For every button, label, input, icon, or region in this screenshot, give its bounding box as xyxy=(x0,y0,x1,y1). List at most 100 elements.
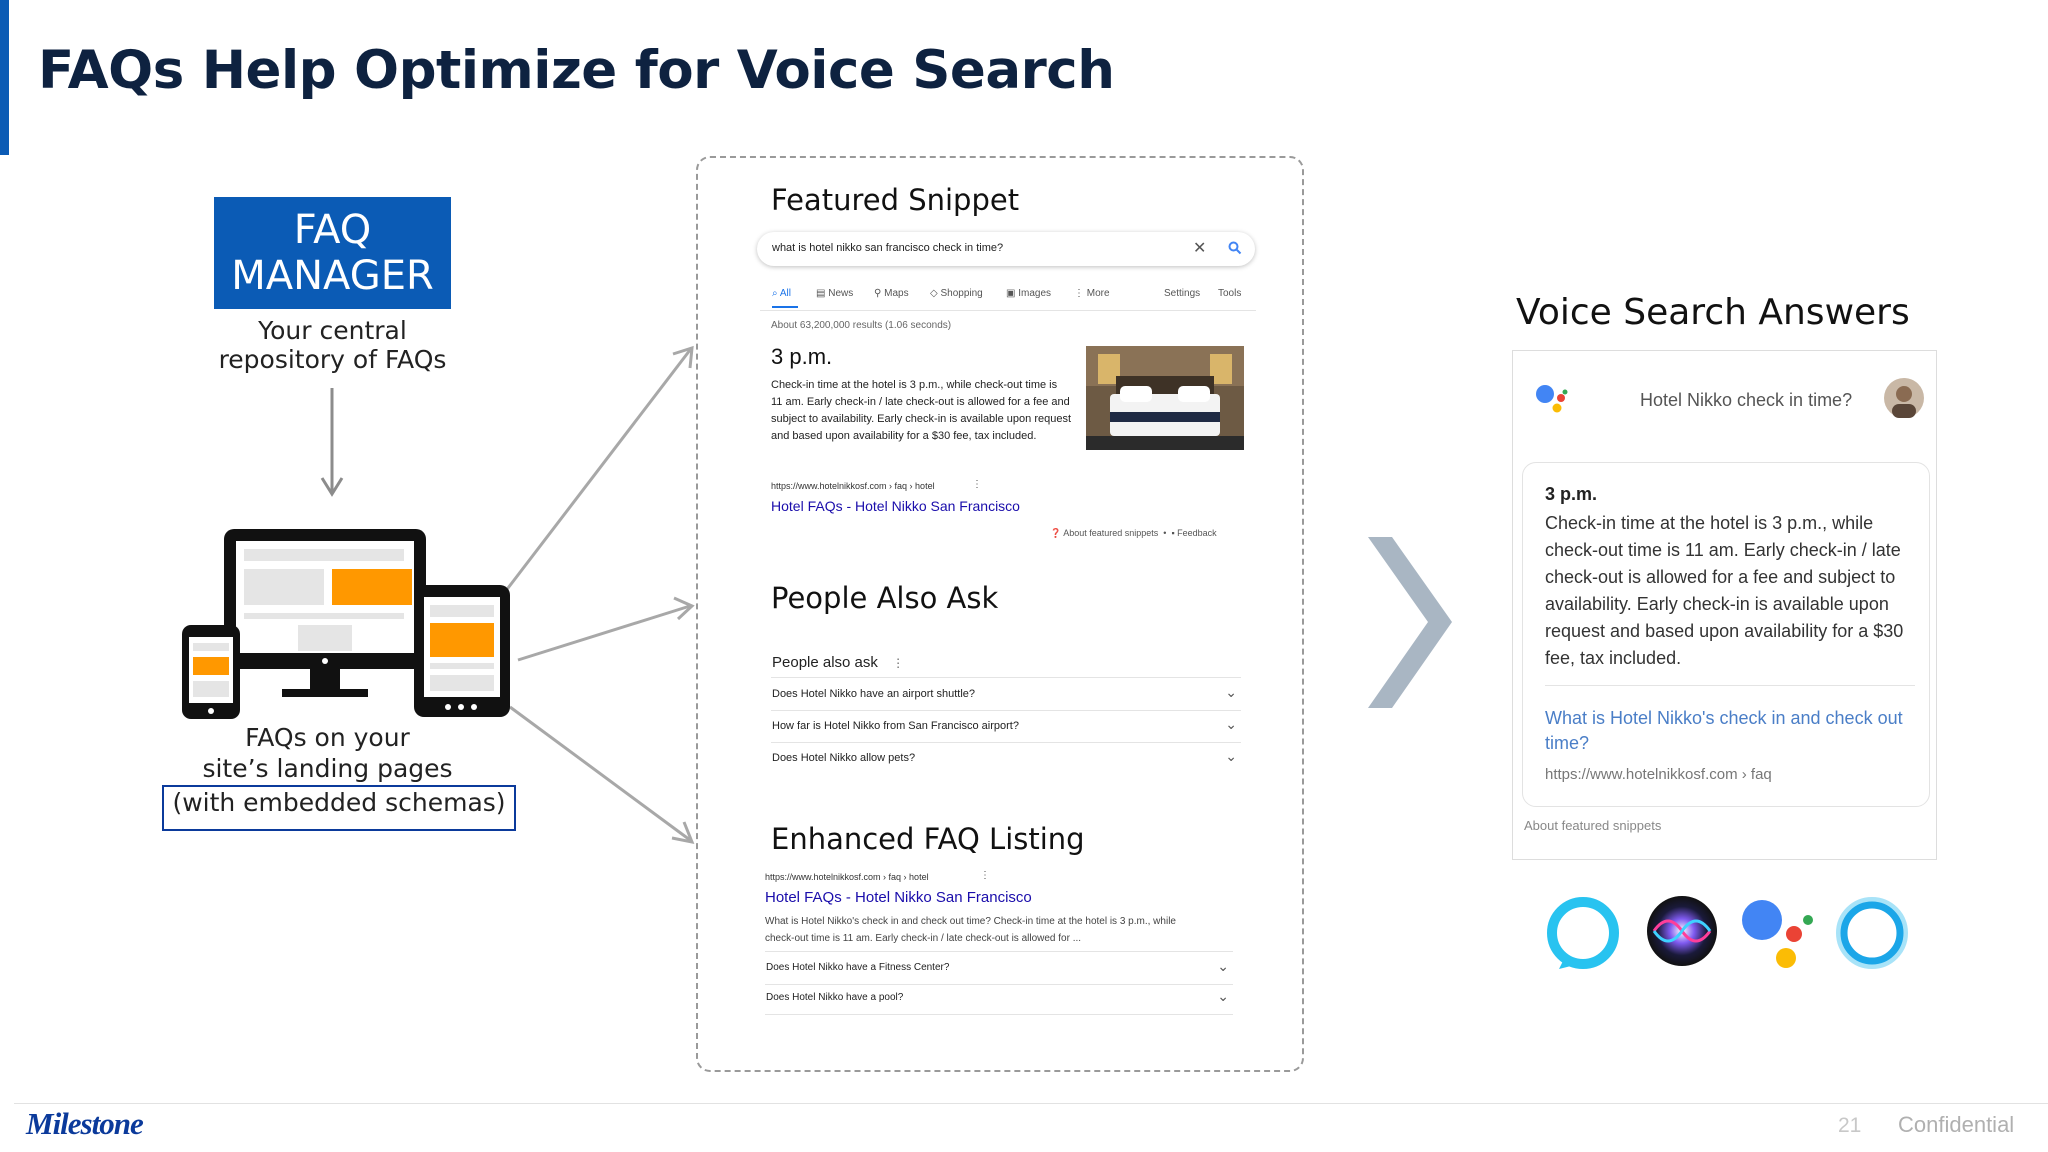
landing-caption: FAQs on your site’s landing pages xyxy=(170,722,485,784)
featured-url-menu-icon[interactable]: ⋮ xyxy=(972,479,982,490)
featured-url: https://www.hotelnikkosf.com › faq › hot… xyxy=(771,481,935,491)
paa-title: People Also Ask xyxy=(771,581,999,615)
voice-line-2: check-out time is 11 am. Early check-in … xyxy=(1545,540,1901,560)
voice-result-link[interactable]: What is Hotel Nikko's check in and check… xyxy=(1545,706,1925,756)
paa-question-1[interactable]: Does Hotel Nikko have an airport shuttle… xyxy=(771,678,1241,711)
voice-line-4: availability. Early check-in is availabl… xyxy=(1545,594,1889,614)
landing-line1: FAQs on your xyxy=(245,723,410,752)
paa-question-1-label: Does Hotel Nikko have an airport shuttle… xyxy=(772,688,975,700)
paa-question-3[interactable]: Does Hotel Nikko allow pets? ⌄ xyxy=(771,742,1241,774)
milestone-logo: Milestone xyxy=(26,1106,144,1141)
arrow-to-featured-head xyxy=(672,345,694,369)
voice-line-6: fee, tax included. xyxy=(1545,648,1682,668)
voice-answer-panel xyxy=(1512,350,1937,860)
search-bar[interactable] xyxy=(757,232,1255,266)
chevron-down-icon: ⌄ xyxy=(1225,748,1237,764)
voice-about-snippets[interactable]: About featured snippets xyxy=(1524,818,1662,833)
enhanced-question-2[interactable]: Does Hotel Nikko have a pool? ⌄ xyxy=(765,982,1233,1015)
google-assistant-icon xyxy=(1536,385,1568,413)
enhanced-url-menu-icon[interactable]: ⋮ xyxy=(980,870,990,881)
paa-divider xyxy=(771,677,1241,678)
tab-maps-label: Maps xyxy=(884,288,909,299)
tab-all-label: All xyxy=(779,288,791,299)
voice-answer-text: Check-in time at the hotel is 3 p.m., wh… xyxy=(1545,510,1925,672)
enhanced-faq-title: Enhanced FAQ Listing xyxy=(771,822,1085,856)
tab-news-label: News xyxy=(828,288,854,299)
tab-more[interactable]: ⋮ More xyxy=(1074,288,1110,299)
voice-url: https://www.hotelnikkosf.com › faq xyxy=(1545,766,1772,783)
chevron-down-icon: ⌄ xyxy=(1217,988,1229,1004)
about-featured-snippets[interactable]: ❓ About featured snippets • ▪ Feedback xyxy=(1050,528,1217,538)
enhanced-desc-line2: check-out time is 11 am. Early check-in … xyxy=(765,933,1082,944)
paa-question-2-label: How far is Hotel Nikko from San Francisc… xyxy=(772,720,1019,732)
enhanced-url: https://www.hotelnikkosf.com › faq › hot… xyxy=(765,872,929,882)
tab-images[interactable]: ▣ Images xyxy=(1006,288,1052,299)
enhanced-question-1-label: Does Hotel Nikko have a Fitness Center? xyxy=(766,962,950,973)
enhanced-desc-line1: What is Hotel Nikko's check in and check… xyxy=(765,916,1176,927)
paa-header-label: People also ask xyxy=(772,654,878,671)
featured-snippet-text: Check-in time at the hotel is 3 p.m., wh… xyxy=(771,379,1072,442)
google-assistant-logo-icon xyxy=(1742,900,1813,968)
search-input[interactable]: what is hotel nikko san francisco check … xyxy=(772,242,1004,254)
footer-divider xyxy=(14,1103,2048,1104)
chevron-down-icon: ⌄ xyxy=(1217,958,1229,974)
paa-header: People also ask ⋮ xyxy=(772,654,904,671)
faq-manager-line2: MANAGER xyxy=(231,253,434,299)
featured-result-link[interactable]: Hotel FAQs - Hotel Nikko San Francisco xyxy=(771,498,1020,514)
featured-answer: 3 p.m. xyxy=(771,344,833,369)
down-arrow-head xyxy=(320,477,344,497)
chevron-right-icon xyxy=(1368,537,1452,708)
voice-line-5: request and based upon availability for … xyxy=(1545,621,1904,641)
tab-settings[interactable]: Settings xyxy=(1164,288,1201,299)
alexa-icon xyxy=(1547,897,1619,969)
tab-news[interactable]: ▤ News xyxy=(816,288,854,299)
paa-menu-icon[interactable]: ⋮ xyxy=(892,656,905,670)
voice-link-line1: What is Hotel Nikko's check in and check… xyxy=(1545,708,1903,728)
page-number: 21 xyxy=(1838,1114,1862,1137)
enhanced-result-link[interactable]: Hotel FAQs - Hotel Nikko San Francisco xyxy=(765,889,1032,906)
feedback-label: Feedback xyxy=(1177,528,1217,538)
tab-all[interactable]: ⌕ All xyxy=(772,288,791,299)
tab-more-label: More xyxy=(1086,288,1110,299)
chevron-down-icon: ⌄ xyxy=(1225,684,1237,700)
schema-highlight-box xyxy=(162,785,516,831)
slide-title: FAQs Help Optimize for Voice Search xyxy=(38,40,1115,101)
search-icon[interactable] xyxy=(1228,241,1242,255)
voice-answer-card xyxy=(1522,462,1930,807)
arrow-to-featured xyxy=(503,349,692,593)
paa-question-2[interactable]: How far is Hotel Nikko from San Francisc… xyxy=(771,710,1241,743)
chevron-down-icon: ⌄ xyxy=(1225,716,1237,732)
tab-images-label: Images xyxy=(1018,288,1052,299)
devices-icon xyxy=(182,529,510,719)
faq-manager-box: FAQ MANAGER xyxy=(214,197,451,309)
arrow-to-paa xyxy=(517,604,691,662)
repository-caption: Your central repository of FAQs xyxy=(190,316,475,374)
voice-line-3: check-out is allowed for a fee and subje… xyxy=(1545,567,1896,587)
results-count: About 63,200,000 results (1.06 seconds) xyxy=(771,320,952,331)
arrow-to-enhanced-head xyxy=(671,821,695,845)
enhanced-question-2-label: Does Hotel Nikko have a pool? xyxy=(766,992,904,1003)
tab-shopping[interactable]: ◇ Shopping xyxy=(930,288,983,299)
repo-line2: repository of FAQs xyxy=(218,345,447,374)
faq-manager-line1: FAQ xyxy=(293,207,372,253)
enhanced-question-1[interactable]: Does Hotel Nikko have a Fitness Center? ⌄ xyxy=(765,951,1233,985)
landing-line2: site’s landing pages xyxy=(202,754,453,783)
clear-icon[interactable]: ✕ xyxy=(1193,240,1207,257)
tab-active-underline xyxy=(772,306,798,308)
voice-search-title: Voice Search Answers xyxy=(1516,292,1910,333)
voice-link-line2: time? xyxy=(1545,733,1590,753)
confidential-label: Confidential xyxy=(1898,1112,2015,1137)
avatar xyxy=(1884,378,1924,418)
voice-line-1: Check-in time at the hotel is 3 p.m., wh… xyxy=(1545,513,1874,533)
tab-tools[interactable]: Tools xyxy=(1218,288,1242,299)
featured-snippet-title: Featured Snippet xyxy=(771,183,1020,217)
hotel-room-image xyxy=(1086,346,1244,450)
paa-question-3-label: Does Hotel Nikko allow pets? xyxy=(772,752,916,764)
tab-maps[interactable]: ⚲ Maps xyxy=(874,288,909,299)
title-accent-bar xyxy=(0,0,9,155)
about-featured-label: About featured snippets xyxy=(1063,528,1159,538)
siri-icon xyxy=(1647,896,1717,966)
serp-panel xyxy=(696,156,1304,1072)
repo-line1: Your central xyxy=(258,316,407,345)
